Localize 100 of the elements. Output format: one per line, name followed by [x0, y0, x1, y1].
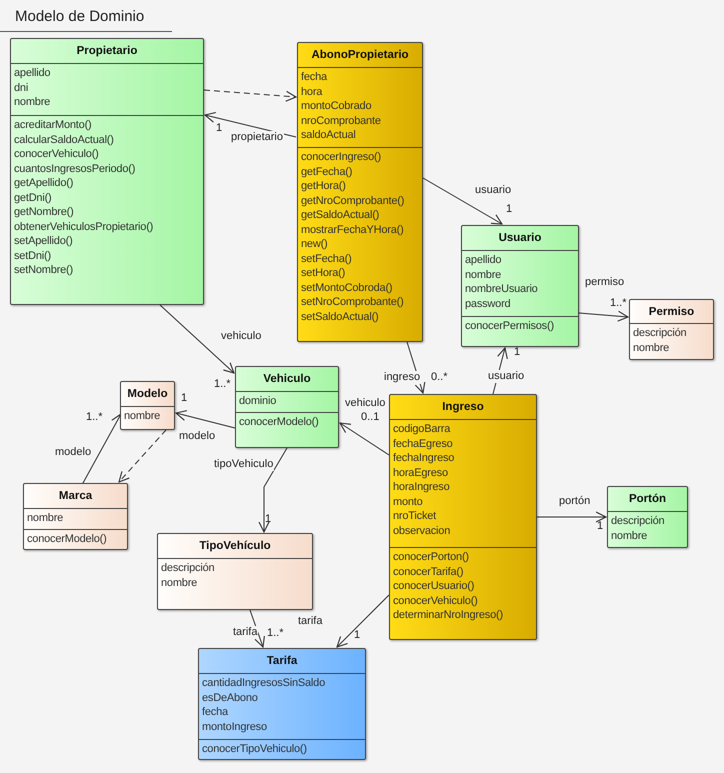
class-box [629, 299, 714, 360]
attribute-text: dominio [239, 394, 278, 408]
role-label: ingreso [383, 371, 422, 384]
operation-text: setHora() [301, 266, 346, 280]
operation-text: conocerTipoVehiculo() [202, 742, 308, 756]
attribute-text: saldoActual [301, 128, 357, 142]
attribute-text: nombre [465, 268, 502, 282]
class-name: Permiso [648, 306, 694, 318]
multiplicity-label: 1..* [86, 411, 103, 424]
operation-text: new() [301, 237, 329, 252]
attribute-text: nombre [611, 528, 648, 543]
attribute-text: montoCobrado [301, 99, 372, 114]
operation-text: setDni() [14, 248, 52, 263]
attribute-text: nombre [161, 576, 198, 590]
attribute-text: dni [14, 80, 30, 95]
attribute-text: fechaIngreso [393, 451, 456, 466]
operation-text: setApellido() [14, 234, 74, 248]
role-label: portón [558, 495, 592, 508]
operation-text: getNombre() [14, 205, 75, 220]
attribute-text: codigoBarra [393, 422, 452, 436]
multiplicity-label: 0..1 [361, 411, 380, 424]
association-arrow [160, 304, 235, 374]
class-name: Tarifa [266, 655, 298, 667]
association-arrow [250, 610, 265, 648]
attribute-text: nombre [124, 409, 162, 424]
attribute-text: fecha [202, 705, 230, 720]
class-box [461, 225, 579, 347]
attribute-text: nroTicket [393, 509, 438, 524]
operation-text: obtenerVehiculosPropietario() [14, 220, 154, 234]
attribute-text: horaIngreso [393, 480, 451, 494]
class-box [389, 394, 537, 640]
class-name: Modelo [127, 388, 168, 400]
attribute-text: apellido [465, 253, 502, 268]
attribute-text: apellido [14, 66, 52, 80]
attribute-text: nombre [14, 95, 52, 110]
class-box [235, 366, 339, 448]
association-arrow [175, 410, 236, 428]
association-arrow [339, 422, 390, 456]
class-name: Usuario [498, 232, 542, 244]
association-arrow [422, 178, 503, 225]
class-name: Marca [58, 490, 92, 502]
association-arrow [536, 511, 607, 523]
attribute-text: descripción [633, 326, 688, 340]
class-box [607, 486, 688, 548]
class-name: AbonoPropietario [311, 49, 409, 61]
role-label: usuario [487, 370, 526, 383]
multiplicity-label: 1 [216, 122, 222, 135]
multiplicity-label: 1 [514, 346, 520, 359]
class-name: TipoVehículo [199, 540, 271, 552]
multiplicity-label: 1 [354, 629, 360, 642]
class-box [297, 42, 423, 342]
attribute-text: descripción [611, 514, 666, 528]
attribute-text: descripción [161, 561, 216, 576]
multiplicity-label: 0..* [431, 371, 448, 384]
multiplicity-label: 1 [506, 203, 512, 216]
operation-text: conocerPermisos() [465, 319, 555, 334]
association-arrow [336, 594, 390, 648]
operation-text: getHora() [301, 179, 347, 194]
class-box [23, 483, 128, 550]
dependency-arrow [204, 90, 297, 102]
operation-text: conocerPorton() [393, 550, 470, 564]
operation-text: setSaldoActual() [301, 310, 380, 324]
operation-text: setNombre() [14, 263, 74, 278]
role-label: propietario [230, 131, 284, 144]
class-box [10, 38, 204, 305]
attribute-text: nombre [27, 511, 64, 526]
operation-text: calcularSaldoActual() [14, 132, 115, 147]
multiplicity-label: 1 [181, 392, 188, 405]
class-box [120, 381, 175, 430]
class-box [157, 533, 313, 610]
multiplicity-label: 1 [597, 520, 604, 533]
operation-text: getApellido() [14, 176, 74, 190]
attribute-text: horaEgreso [393, 466, 449, 480]
attribute-text: esDeAbono [202, 690, 259, 705]
attribute-text: monto [393, 494, 424, 509]
multiplicity-label: 1..* [610, 297, 627, 310]
attribute-text: fecha [301, 70, 328, 84]
operation-text: getFecha() [301, 164, 354, 179]
class-box [198, 648, 366, 760]
attribute-text: nombre [633, 340, 670, 355]
diagram-title: Modelo de Dominio [0, 6, 172, 32]
operation-text: setFecha() [301, 252, 353, 266]
operation-text: getDni() [14, 190, 53, 205]
association-arrow [578, 310, 629, 322]
attribute-text: nroComprobante [301, 114, 382, 128]
class-name: Propietario [76, 45, 138, 57]
operation-text: conocerUsuario() [393, 579, 476, 594]
class-name: Portón [628, 493, 666, 505]
operation-text: mostrarFechaYHora() [301, 222, 405, 237]
operation-text: conocerTarifa() [393, 564, 464, 579]
attribute-text: nombreUsuario [465, 282, 539, 296]
class-name: Ingreso [442, 401, 484, 413]
operation-text: setMontoCobroda() [301, 280, 394, 295]
association-arrow [258, 448, 288, 533]
operation-text: getSaldoActual() [301, 208, 380, 222]
class-name: Vehiculo [263, 373, 311, 385]
multiplicity-label: 1..* [214, 378, 231, 391]
role-label: permiso [584, 276, 626, 289]
operation-text: getNroComprobante() [301, 194, 406, 208]
multiplicity-label: 1 [265, 513, 272, 526]
